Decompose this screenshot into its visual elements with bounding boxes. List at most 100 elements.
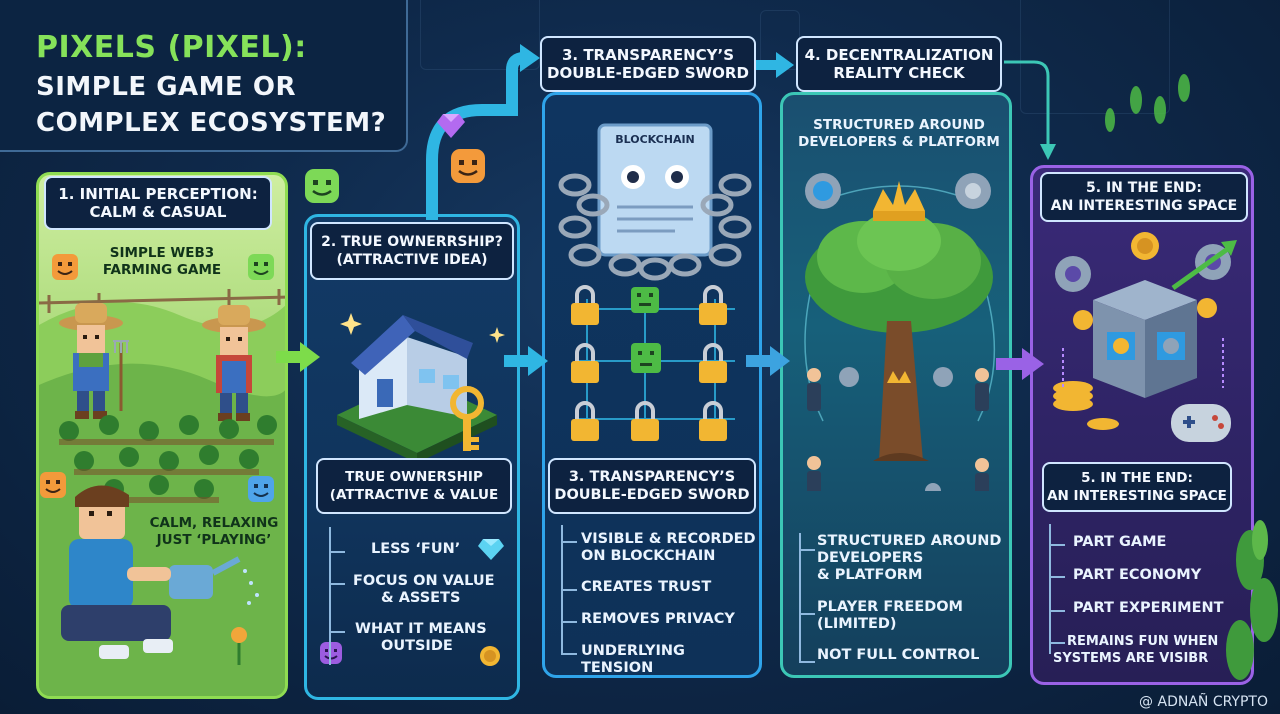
label-line: FARMING GAME <box>102 262 222 278</box>
page-subtitle-line1: SIMPLE GAME OR <box>36 72 296 102</box>
smiley-icon <box>451 149 485 183</box>
bullet-assets: & ASSETS <box>381 590 461 606</box>
label-line: SIMPLE WEB3 <box>109 245 215 261</box>
bullet-tick <box>331 583 345 585</box>
bullet-tick <box>563 621 577 623</box>
header-line: 3. TRANSPARENCY’S <box>568 469 736 485</box>
panel3-header: 3. TRANSPARENCY’S DOUBLE-EDGED SWORD <box>540 36 756 92</box>
page-title: PIXELS (PIXEL): <box>36 30 307 65</box>
bullet-platform: & PLATFORM <box>817 567 923 583</box>
panel-transparency: BLOCKCHAIN VISIBLE & RECORDED ON BLOCKCH… <box>542 92 762 678</box>
diamond-icon <box>478 539 504 560</box>
header-line: TRUE OWNERSHIP <box>345 469 483 485</box>
bullet-underlying-tension: UNDERLYING TENSION <box>581 643 685 676</box>
watermark: @ ADNAÑ CRYPTO <box>1139 694 1268 710</box>
lock-grid-illustration <box>571 285 735 441</box>
bg-line <box>420 0 540 70</box>
bullet-part-game: PART GAME <box>1073 534 1167 550</box>
label-line: CALM, RELAXING <box>149 515 279 531</box>
page-subtitle-line2: COMPLEX ECOSYSTEM? <box>36 108 387 138</box>
house-key-illustration <box>337 313 505 463</box>
tree-crown-illustration <box>804 173 996 491</box>
arrow-right-icon <box>276 342 320 372</box>
machine-coins-illustration <box>1053 232 1237 442</box>
bullet-tick <box>331 631 345 633</box>
bracket-line <box>1049 524 1051 654</box>
smiley-icon <box>248 254 274 280</box>
label-line: JUST ‘PLAYING’ <box>156 532 272 548</box>
header-line: CALM & CASUAL <box>89 203 227 221</box>
blockchain-document-illustration <box>558 123 752 281</box>
bullet-not-full-control: NOT FULL CONTROL <box>817 647 980 663</box>
bullet-outside: OUTSIDE <box>381 638 453 654</box>
smiley-icon <box>52 254 78 280</box>
bullet-tick <box>563 541 577 543</box>
panel-initial-perception: SIMPLE WEB3 FARMING GAME CALM, RELAXING … <box>36 172 288 699</box>
header-line: DOUBLE-EDGED SWORD <box>547 64 749 82</box>
farmer-right-figure <box>202 305 266 421</box>
farm-scene-illustration <box>39 289 285 696</box>
header-line: DOUBLE-EDGED SWORD <box>554 487 750 503</box>
bullet-structured-around: STRUCTURED AROUND <box>817 533 1002 549</box>
bullet-tick <box>1051 642 1065 644</box>
panel1-header: 1. INITIAL PERCEPTION: CALM & CASUAL <box>44 176 272 230</box>
bullet-what-it-means: WHAT IT MEANS <box>355 621 487 637</box>
header-line: 1. INITIAL PERCEPTION: <box>58 185 258 203</box>
arrow-curve-up-icon <box>426 44 540 220</box>
panel-in-the-end: PART GAME PART ECONOMY PART EXPERIMENT R… <box>1030 165 1254 685</box>
bullet-on-blockchain: ON BLOCKCHAIN <box>581 548 716 564</box>
bullet-tick <box>331 551 345 553</box>
bullet-systems-visible: SYSTEMS ARE VISIBR <box>1053 651 1209 666</box>
panel-decentralization: STRUCTURED AROUND DEVELOPERS & PLATFORM … <box>780 92 1012 678</box>
panel5-subheader: 5. IN THE END: AN INTERESTING SPACE <box>1042 462 1232 512</box>
panel2-subheader: TRUE OWNERSHIP (ATTRACTIVE & VALUE <box>316 458 512 514</box>
bullet-tick <box>1051 544 1065 546</box>
bullet-creates-trust: CREATES TRUST <box>581 579 712 595</box>
bracket-line <box>799 533 801 663</box>
smiley-icon <box>305 169 339 203</box>
header-line: (ATTRACTIVE & VALUE <box>329 487 499 503</box>
panel2-header: 2. TRUE OWNERRSHIP? (ATTRACTIVE IDEA) <box>310 222 514 280</box>
header-line: AN INTERESTING SPACE <box>1050 198 1238 214</box>
arrow-right-icon <box>746 346 790 376</box>
bullet-focus-value: FOCUS ON VALUE <box>353 573 495 589</box>
smiley-icon <box>248 476 274 502</box>
bullet-tick <box>1051 576 1065 578</box>
arrow-right-icon <box>996 348 1044 380</box>
header-line: (ATTRACTIVE IDEA) <box>336 252 488 268</box>
farmer-left-figure <box>59 303 129 419</box>
player-watering-figure <box>61 485 259 665</box>
sprout-decoration <box>1105 74 1190 132</box>
label-calm-relaxing: CALM, RELAXING JUST ‘PLAYING’ <box>139 515 285 549</box>
blockchain-label: BLOCKCHAIN <box>615 133 695 146</box>
bullet-developers: DEVELOPERS <box>817 550 924 566</box>
bullet-tick <box>801 661 815 663</box>
bullet-visible-recorded: VISIBLE & RECORDED <box>581 531 756 547</box>
panel4-header: 4. DECENTRALIZATION REALITY CHECK <box>796 36 1002 92</box>
bullet-player-freedom: PLAYER FREEDOM <box>817 599 963 615</box>
header-line: AN INTERESTING SPACE <box>1047 488 1227 504</box>
arrow-down-icon <box>1004 60 1056 160</box>
header-line: REALITY CHECK <box>833 64 965 82</box>
label-simple-web3: SIMPLE WEB3 FARMING GAME <box>85 245 239 279</box>
bullet-tick <box>801 613 815 615</box>
bullet-tick <box>1051 610 1065 612</box>
bg-line <box>1020 0 1170 114</box>
coin-icon <box>480 646 500 666</box>
gem-icon <box>437 114 465 138</box>
arrow-right-icon <box>504 346 548 376</box>
bullet-limited: (LIMITED) <box>817 616 897 632</box>
bullet-tick <box>563 589 577 591</box>
bullet-tick <box>563 653 577 655</box>
bullet-tick <box>801 549 815 551</box>
label-line: DEVELOPERS & PLATFORM <box>798 134 1000 150</box>
bullet-part-economy: PART ECONOMY <box>1073 567 1202 583</box>
smiley-icon <box>320 642 342 664</box>
smiley-icon <box>40 472 66 498</box>
header-line: 4. DECENTRALIZATION <box>804 46 994 64</box>
bracket-line <box>329 527 331 665</box>
bullet-part-experiment: PART EXPERIMENT <box>1073 600 1224 616</box>
title-box: PIXELS (PIXEL): SIMPLE GAME OR COMPLEX E… <box>0 0 408 152</box>
arrow-right-icon <box>756 52 794 78</box>
panel3-subheader: 3. TRANSPARENCY’S DOUBLE-EDGED SWORD <box>548 458 756 514</box>
